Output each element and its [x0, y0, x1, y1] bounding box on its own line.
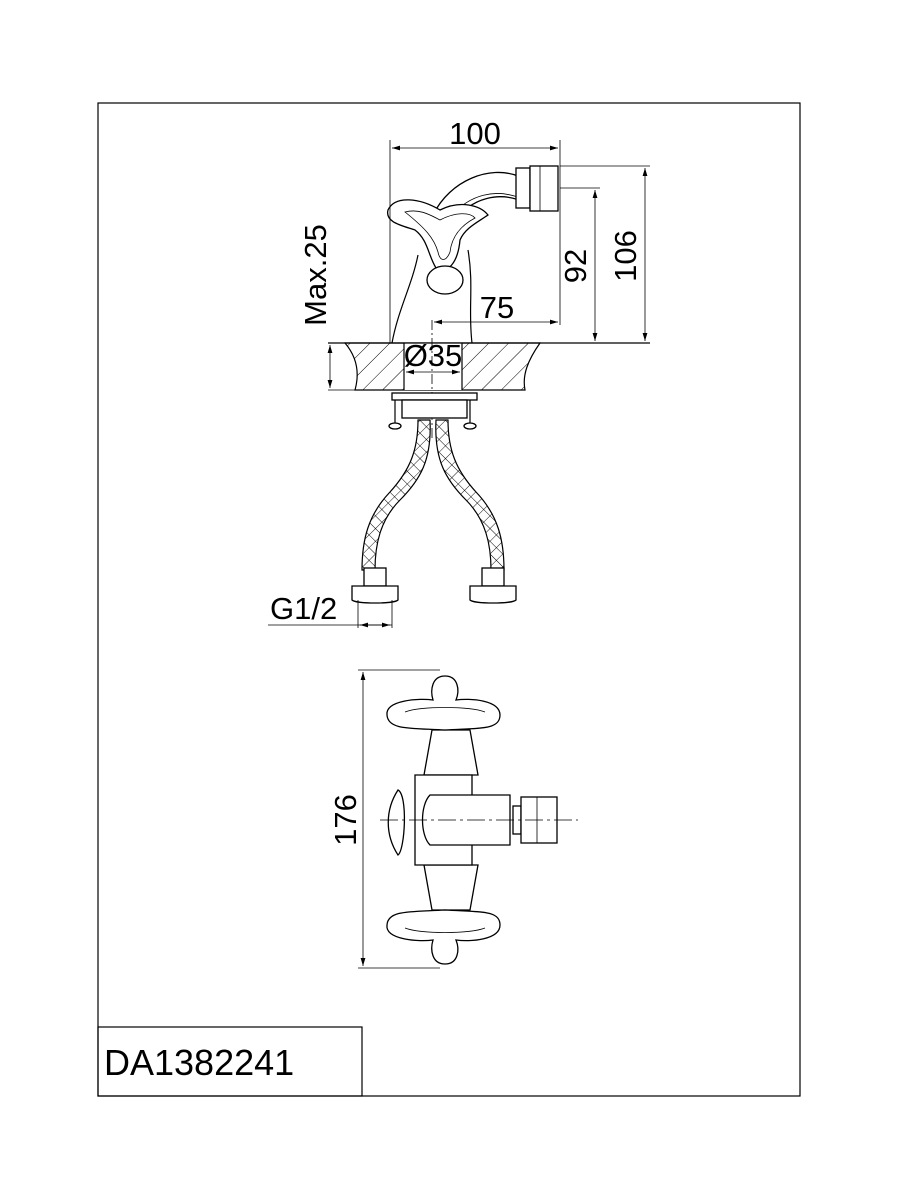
hose-right	[435, 419, 505, 571]
hose-left	[361, 419, 431, 571]
title-block	[97, 1026, 363, 1097]
top-view	[380, 675, 578, 965]
model-number: DA1382241	[104, 1042, 294, 1083]
dim-width: 100	[449, 116, 501, 151]
dim-max-thickness: Max.25	[298, 224, 333, 326]
dimensions: 100 106 92 75 Max.25 Ø35 G1/2 176	[268, 116, 650, 969]
dim-hole-diameter: Ø35	[404, 338, 463, 373]
dim-handle-span: 176	[328, 794, 363, 846]
side-view	[343, 165, 559, 604]
drawing-frame	[97, 102, 801, 1097]
dim-height-outlet: 92	[558, 249, 593, 283]
dim-reach: 75	[480, 290, 514, 325]
dim-connection: G1/2	[270, 591, 337, 626]
dim-height-total: 106	[608, 230, 643, 282]
